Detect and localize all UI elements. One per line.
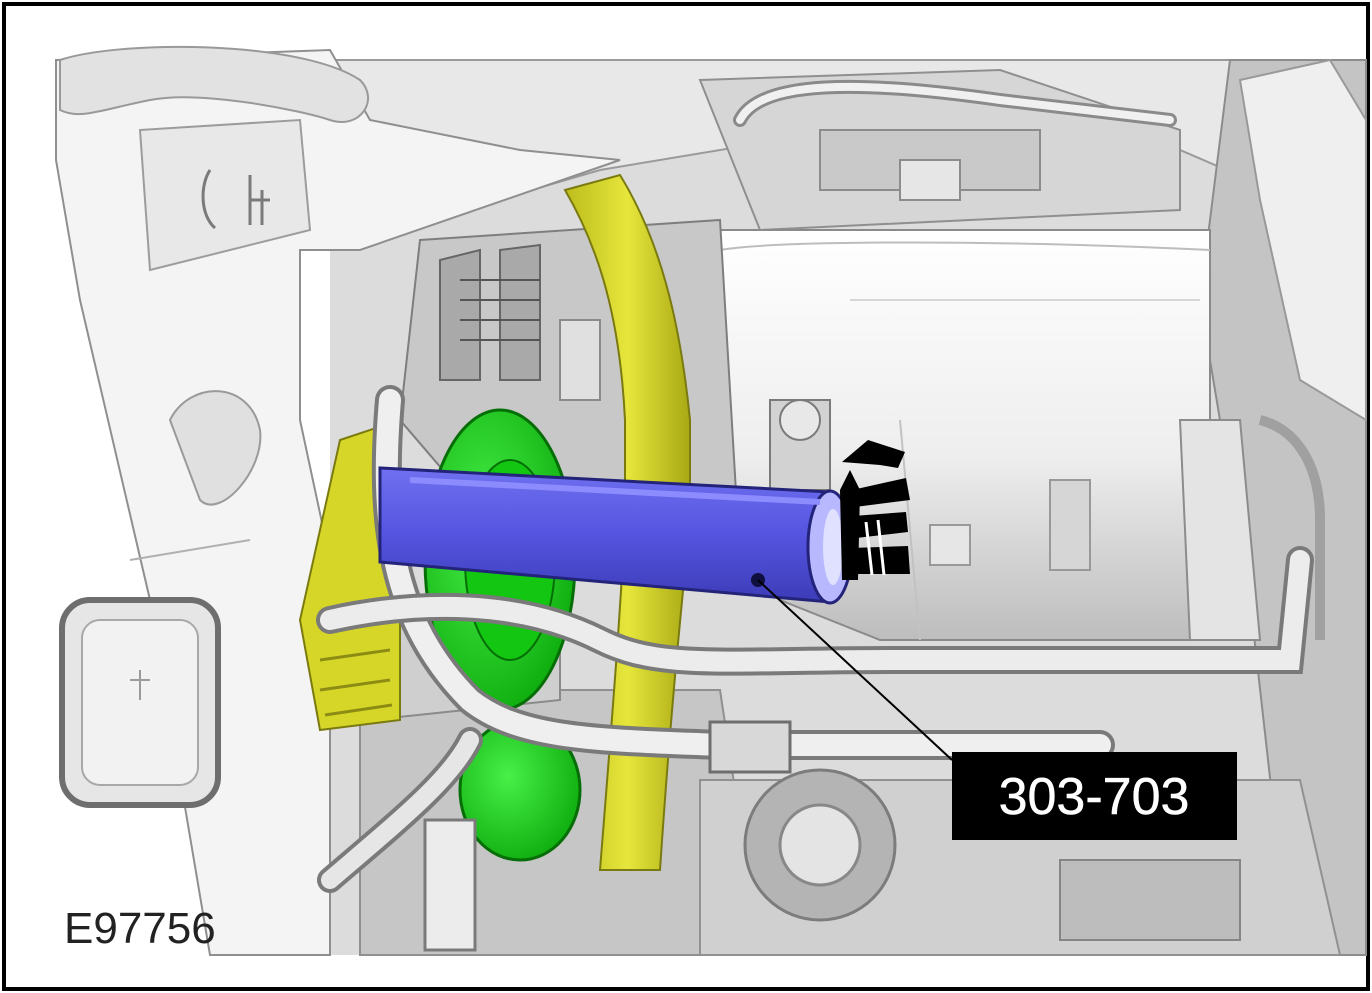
figure-id: E97756 <box>64 904 216 953</box>
pipe-clamp <box>708 720 792 774</box>
callout-leader-line <box>757 579 953 761</box>
callout-label: 303-703 <box>999 768 1190 826</box>
special-tool-303-703 <box>378 466 854 605</box>
direction-arrow-icon <box>840 440 910 580</box>
hose-fitting <box>423 818 477 952</box>
callout-303-703: 303-703 <box>952 752 1237 840</box>
cover-plate <box>59 597 221 808</box>
